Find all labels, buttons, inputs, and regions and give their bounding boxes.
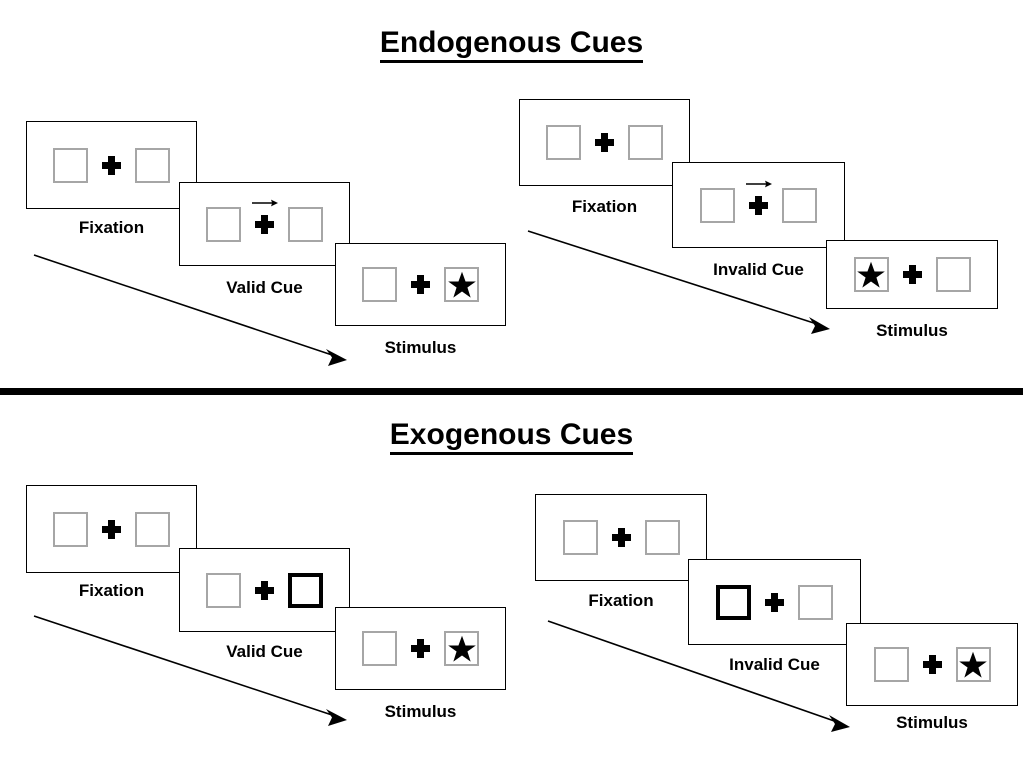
fixation-cross-icon [611,528,631,547]
left-square [53,511,88,547]
left-square [362,267,397,302]
fixation-cross-icon [102,519,121,539]
fixation-cross-icon [102,155,121,175]
endogenous-section-title-text: Endogenous Cues [379,26,644,63]
section-divider [0,388,1023,395]
fixation-cross-icon [765,592,784,612]
star-target-icon [959,651,987,678]
label-exo-valid-cue: Valid Cue [226,642,303,661]
panel-exo-invalid-cue [688,559,861,645]
fixation-cross-icon [745,180,772,215]
panel-endo-invalid-stimulus [826,240,998,309]
star-target-icon [447,271,476,298]
label-exo-invalid-fixation: Fixation [588,591,654,610]
left-square [53,147,88,183]
panel-exo-invalid-fixation [535,494,707,581]
fixation-cross-icon [255,580,274,600]
label-exo-valid-fixation: Fixation [78,581,145,600]
label-endo-valid-cue: Valid Cue [226,278,303,297]
exogenous-section-title: Exogenous Cues [0,418,1023,455]
right-square-cued [288,572,323,608]
right-square [935,257,971,292]
label-exo-invalid-cue: Invalid Cue [729,655,820,674]
right-square [955,647,991,682]
right-square [628,125,663,160]
star-target-icon [447,635,476,662]
fixation-cross-icon [922,655,942,674]
label-endo-valid-stimulus: Stimulus [384,338,457,357]
label-endo-invalid-fixation: Fixation [571,197,638,216]
panel-exo-invalid-stimulus [846,623,1018,706]
panel-endo-valid-fixation [26,121,197,209]
label-endo-invalid-cue: Invalid Cue [713,260,804,279]
label-endo-valid-fixation: Fixation [78,218,145,237]
panel-endo-valid-stimulus [335,243,506,326]
panel-exo-valid-cue [179,548,350,632]
left-square-cued [716,584,751,620]
right-square [782,187,817,223]
right-square [135,511,170,547]
endogenous-section-title: Endogenous Cues [0,26,1023,63]
panel-endo-invalid-cue [672,162,845,248]
left-square [206,206,241,242]
left-square [562,520,598,555]
right-square [644,520,680,555]
fixation-cross-icon [411,639,430,658]
right-square [798,584,833,620]
star-target-icon [857,261,885,288]
label-endo-invalid-stimulus: Stimulus [876,321,948,340]
fixation-cross-icon [902,265,922,284]
cue-arrow-right-icon [251,199,278,206]
panel-endo-invalid-fixation [519,99,690,186]
label-exo-invalid-stimulus: Stimulus [896,713,968,732]
left-square [546,125,581,160]
fixation-cross-icon [251,199,278,234]
left-square [206,572,241,608]
right-square [444,631,479,666]
panel-endo-valid-cue [179,182,350,266]
right-square [444,267,479,302]
cue-arrow-right-icon [745,180,772,187]
left-square [700,187,735,223]
exogenous-section-title-text: Exogenous Cues [389,418,634,455]
panel-exo-valid-stimulus [335,607,506,690]
right-square [135,147,170,183]
left-square [853,257,889,292]
left-square [873,647,909,682]
left-square [362,631,397,666]
label-exo-valid-stimulus: Stimulus [384,702,457,721]
fixation-cross-icon [595,133,614,152]
panel-exo-valid-fixation [26,485,197,573]
right-square [288,206,323,242]
fixation-cross-icon [411,275,430,294]
